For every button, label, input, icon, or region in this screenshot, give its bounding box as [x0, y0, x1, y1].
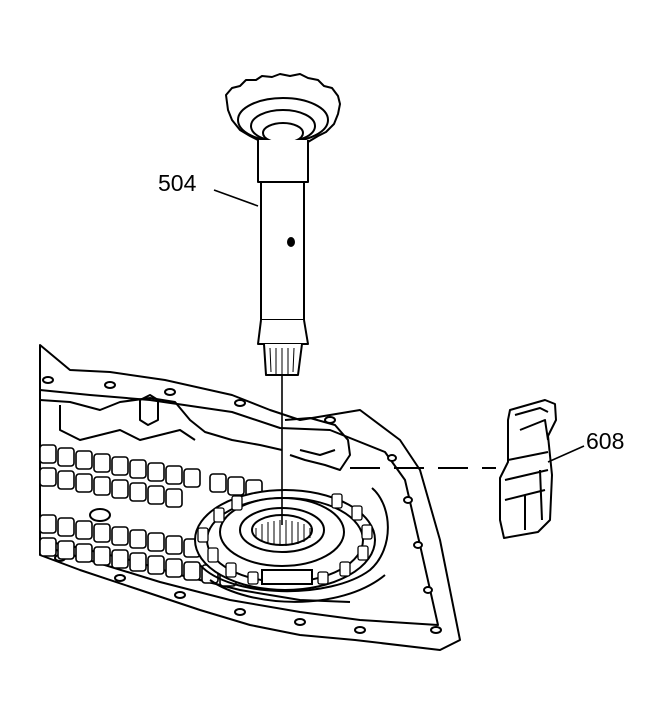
- casting-wall: [59, 405, 196, 441]
- stator-plate: [284, 417, 351, 471]
- bolt-holes: [42, 376, 442, 634]
- bracket-detail: [504, 407, 549, 530]
- shaft-neck: [257, 140, 309, 183]
- callout-504: 504: [158, 170, 197, 196]
- spline-lines: [269, 347, 295, 375]
- input-shaft: [225, 73, 341, 376]
- callout-608: 608: [586, 428, 625, 454]
- sprocket-splines: [255, 520, 311, 546]
- valve-block-row-upper: [39, 444, 263, 508]
- casting-boss: [139, 394, 159, 426]
- shaft-collar: [257, 319, 309, 345]
- case-flange: [39, 389, 439, 626]
- leader-line-608: [547, 445, 585, 463]
- leader-line-504: [213, 189, 259, 207]
- chain-links: [197, 493, 373, 585]
- bracket-outline: [499, 399, 557, 539]
- wire-harness: [199, 487, 389, 603]
- upper-casting: [39, 397, 283, 451]
- shaft-oil-hole: [287, 237, 295, 247]
- shaft-body: [260, 181, 305, 321]
- bracket-part: [499, 399, 557, 539]
- stator-plate-edge: [299, 449, 336, 456]
- chain-guide: [261, 569, 313, 585]
